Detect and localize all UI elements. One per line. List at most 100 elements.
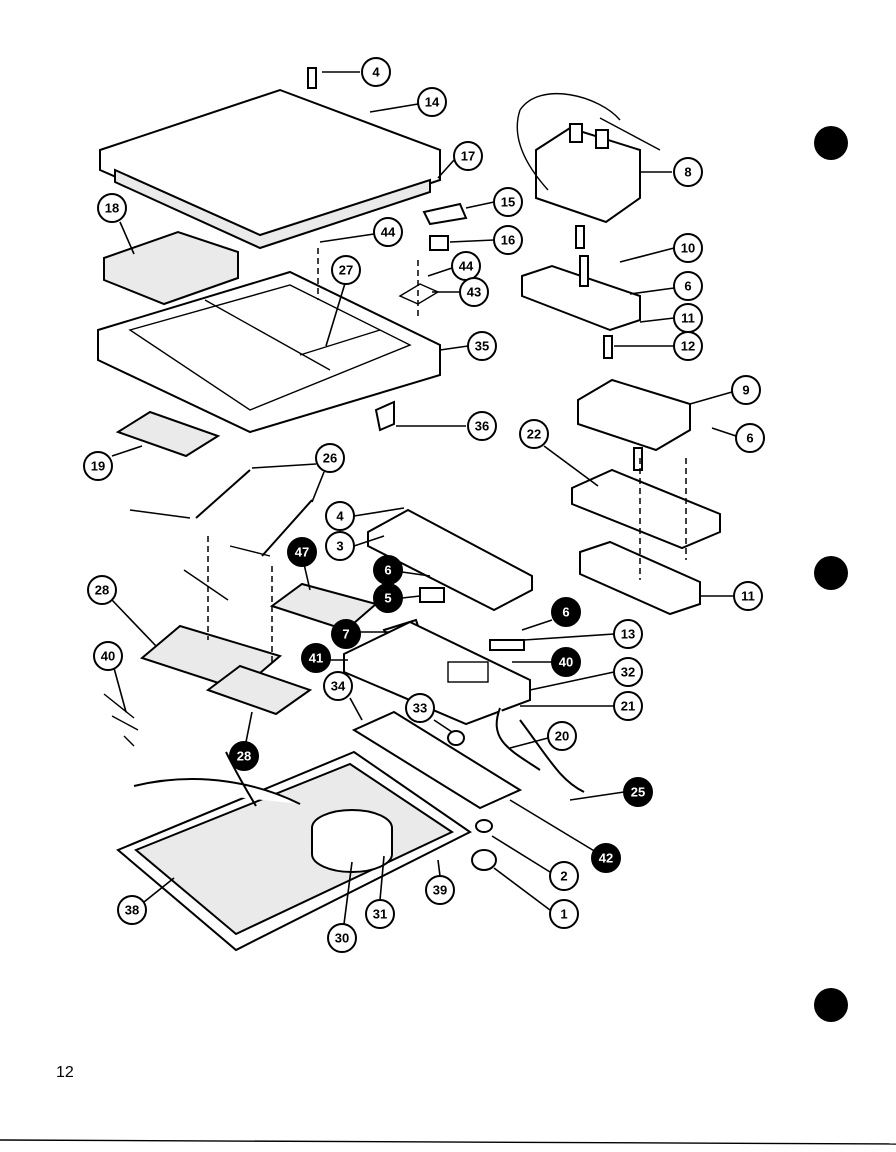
svg-text:35: 35	[475, 339, 489, 354]
terminal-part	[489, 639, 525, 651]
svg-text:3: 3	[336, 539, 343, 554]
callout-17: 17	[437, 141, 483, 179]
callout-34: 34	[323, 671, 363, 721]
svg-text:18: 18	[105, 201, 119, 216]
svg-text:36: 36	[475, 419, 489, 434]
callout-3: 3	[325, 531, 385, 561]
svg-text:34: 34	[331, 679, 346, 694]
svg-text:15: 15	[501, 195, 515, 210]
callout-15: 15	[465, 187, 523, 217]
small-pad-part	[115, 410, 221, 458]
callout-5: 5	[373, 583, 421, 613]
callout-25: 25	[569, 777, 653, 807]
base-tray-part	[116, 750, 472, 952]
callout-6-upper: 6	[629, 271, 703, 301]
insulator-part	[571, 468, 721, 550]
rods-part	[129, 469, 313, 557]
svg-text:43: 43	[467, 285, 481, 300]
connector-part	[103, 693, 139, 747]
callout-42: 42	[509, 799, 621, 873]
callout-7: 7	[331, 619, 390, 649]
svg-text:28: 28	[237, 749, 251, 764]
svg-text:5: 5	[384, 591, 391, 606]
grommet-part	[447, 730, 465, 746]
callout-18: 18	[97, 193, 135, 255]
svg-text:4: 4	[336, 509, 344, 524]
callout-6-center: 6	[373, 555, 431, 585]
callout-28-lower: 28	[229, 711, 259, 771]
svg-text:44: 44	[459, 259, 474, 274]
callout-44-upper: 44	[319, 217, 403, 247]
callout-26: 26	[251, 443, 345, 503]
svg-text:38: 38	[125, 903, 139, 918]
svg-text:40: 40	[559, 655, 573, 670]
svg-text:30: 30	[335, 931, 349, 946]
callout-22: 22	[519, 419, 599, 487]
callout-41: 41	[301, 643, 348, 673]
svg-text:6: 6	[746, 431, 753, 446]
callout-33: 33	[405, 693, 453, 733]
callout-8: 8	[640, 157, 703, 187]
callout-39: 39	[425, 859, 455, 905]
small-brackets-part	[317, 202, 468, 320]
callout-28-upper: 28	[87, 575, 157, 647]
callout-40-left: 40	[93, 641, 127, 713]
svg-text:6: 6	[684, 279, 691, 294]
svg-text:27: 27	[339, 263, 353, 278]
svg-text:28: 28	[95, 583, 109, 598]
callout-10: 10	[619, 233, 703, 263]
callout-19: 19	[83, 445, 143, 481]
callout-27: 27	[325, 255, 361, 347]
circuit-board-part	[351, 710, 523, 810]
callout-43: 43	[432, 277, 489, 307]
callout-6-right: 6	[521, 597, 581, 631]
svg-text:21: 21	[621, 699, 635, 714]
svg-text:26: 26	[323, 451, 337, 466]
callout-11-lower: 11	[700, 581, 763, 611]
svg-text:44: 44	[381, 225, 396, 240]
scan-edge-line	[0, 1139, 896, 1145]
punch-hole-top	[814, 126, 848, 160]
svg-text:7: 7	[342, 627, 349, 642]
svg-text:17: 17	[461, 149, 475, 164]
svg-text:16: 16	[501, 233, 515, 248]
motor-part	[311, 809, 393, 873]
callout-6-middle: 6	[711, 423, 765, 453]
svg-text:13: 13	[621, 627, 635, 642]
callout-9: 9	[689, 375, 761, 405]
svg-text:41: 41	[309, 651, 323, 666]
heater-plates-part	[139, 536, 379, 716]
callout-35: 35	[439, 331, 497, 361]
callout-31: 31	[365, 855, 395, 929]
main-frame-part	[97, 270, 441, 434]
foam-block-part	[103, 230, 239, 306]
callout-11-upper: 11	[639, 303, 703, 333]
wire-harness-part	[495, 707, 585, 793]
small-bracket-part	[419, 587, 445, 603]
svg-text:40: 40	[101, 649, 115, 664]
clip-part	[374, 400, 395, 432]
svg-text:42: 42	[599, 851, 613, 866]
callout-20: 20	[509, 721, 577, 751]
callout-1: 1	[493, 867, 579, 929]
svg-text:12: 12	[681, 339, 695, 354]
svg-text:19: 19	[91, 459, 105, 474]
callout-44-lower: 44	[427, 251, 481, 281]
svg-text:8: 8	[684, 165, 691, 180]
relay-part	[516, 93, 661, 249]
svg-text:6: 6	[562, 605, 569, 620]
relay-part-lower	[577, 378, 691, 471]
svg-text:1: 1	[560, 907, 567, 922]
svg-text:10: 10	[681, 241, 695, 256]
callout-2: 2	[491, 835, 579, 891]
svg-text:31: 31	[373, 907, 387, 922]
svg-text:20: 20	[555, 729, 569, 744]
callout-4-middle: 4	[325, 501, 405, 531]
top-cover-part	[99, 67, 441, 250]
svg-text:32: 32	[621, 665, 635, 680]
callout-4-top: 4	[322, 57, 391, 87]
cover-plate-part	[367, 508, 533, 612]
callout-21: 21	[520, 691, 643, 721]
punch-hole-bottom	[814, 988, 848, 1022]
